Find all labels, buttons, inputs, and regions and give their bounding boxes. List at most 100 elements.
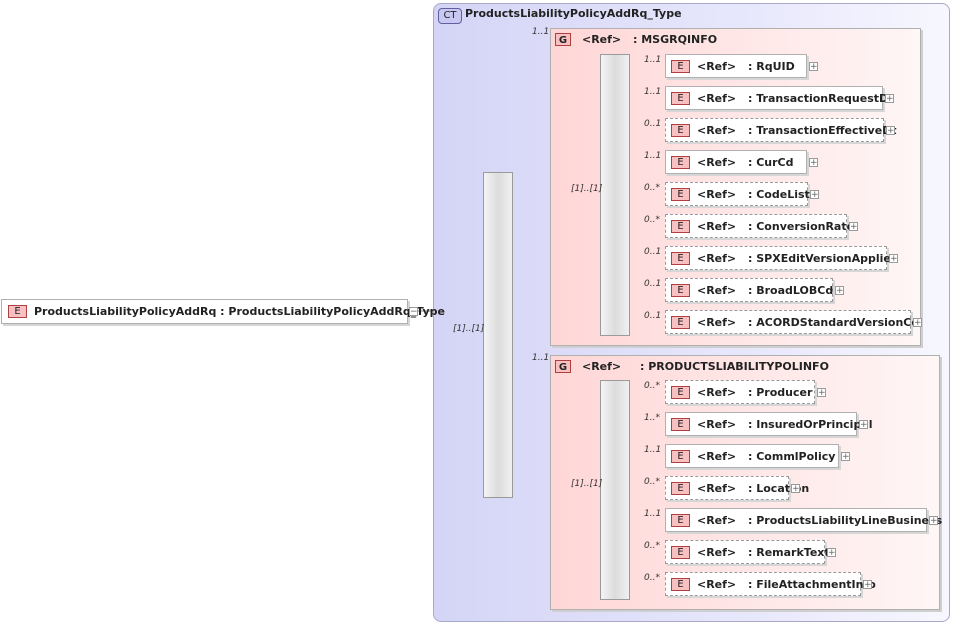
element-name: : ProductsLiabilityLineBusiness (748, 514, 943, 527)
element-badge: E (671, 252, 690, 265)
element-cardinality: 0..* (644, 477, 660, 487)
element-ref-label: <Ref> (697, 92, 737, 105)
element-cardinality: 1..1 (644, 55, 662, 65)
element-name: : SPXEditVersionApplied (748, 252, 899, 265)
element-badge: E (671, 386, 690, 399)
element-box[interactable]: E <Ref> : InsuredOrPrincipal (665, 412, 873, 436)
element-box[interactable]: E<Ref>: CodeList (665, 182, 810, 206)
group-sequence-cardinality: [1]..[1] (571, 184, 603, 194)
element-cardinality: 0..1 (644, 311, 662, 321)
element-ref-label: <Ref> (697, 220, 737, 233)
element-name: : TransactionEffectiveDt (748, 124, 897, 137)
expand-toggle[interactable]: + (886, 126, 895, 136)
group-ref-label: <Ref> (582, 360, 622, 373)
expand-toggle[interactable]: + (809, 158, 818, 168)
expand-toggle[interactable]: + (849, 222, 858, 232)
element-box[interactable]: E<Ref>: CommlPolicy (665, 444, 839, 468)
outer-sequence-cardinality: [1]..[1] (453, 324, 485, 334)
element-box[interactable]: E<Ref>: RemarkText (665, 540, 830, 564)
group-badge: G (555, 33, 571, 46)
element-cardinality: 0..* (644, 573, 660, 583)
element-ref-label: <Ref> (697, 124, 737, 137)
element-box[interactable]: E<Ref>: ACORDStandardVersionCd (665, 310, 919, 334)
element-cardinality: 1..* (644, 413, 660, 423)
root-element[interactable]: E ProductsLiabilityPolicyAddRq : Product… (1, 299, 445, 324)
element-name: : TransactionRequestDt (748, 92, 894, 105)
element-cardinality: 0..1 (644, 119, 662, 129)
element-box[interactable]: E<Ref>: TransactionRequestDt (665, 86, 893, 110)
element-ref-label: <Ref> (697, 188, 737, 201)
element-box[interactable]: E <Ref> : ProductsLiabilityLineBusiness (665, 508, 942, 532)
expand-toggle[interactable]: + (885, 94, 894, 104)
element-badge: E (671, 514, 690, 527)
element-cardinality: 0..* (644, 541, 660, 551)
element-badge: E (671, 60, 690, 73)
element-cardinality: 1..1 (644, 445, 662, 455)
element-box[interactable]: E <Ref> : SPXEditVersionApplied (665, 246, 899, 270)
element-name: : RqUID (748, 60, 795, 73)
element-badge: E (671, 482, 690, 495)
expand-toggle[interactable]: + (835, 286, 844, 296)
element-ref-label: <Ref> (697, 60, 737, 73)
group-sequence-bar (600, 380, 630, 600)
element-ref-label: <Ref> (697, 418, 737, 431)
element-ref-label: <Ref> (697, 316, 737, 329)
element-box[interactable]: E<Ref>: CurCd (665, 150, 807, 174)
element-box[interactable]: E <Ref> : TransactionEffectiveDt (665, 118, 897, 142)
element-cardinality: 1..1 (644, 87, 662, 97)
element-ref-label: <Ref> (697, 156, 737, 169)
element-name: : BroadLOBCd (748, 284, 834, 297)
expand-toggle[interactable]: + (809, 62, 818, 72)
element-ref-label: <Ref> (697, 514, 737, 527)
expand-toggle[interactable]: + (889, 254, 898, 264)
element-name: : ConversionRate (748, 220, 855, 233)
group-name[interactable]: : MSGRQINFO (633, 33, 718, 46)
element-ref-label: <Ref> (697, 284, 737, 297)
element-ref-label: <Ref> (697, 546, 737, 559)
element-cardinality: 0..1 (644, 247, 662, 257)
group-cardinality: 1..1 (532, 27, 550, 37)
expand-toggle[interactable]: + (791, 484, 800, 494)
element-box[interactable]: E<Ref>: FileAttachmentInfo (665, 572, 876, 596)
element-box[interactable]: E <Ref> : ConversionRate (665, 214, 854, 238)
collapse-toggle[interactable]: − (409, 307, 418, 317)
complex-type-badge: CT (438, 8, 462, 24)
element-badge: E (671, 284, 690, 297)
expand-toggle[interactable]: + (841, 452, 850, 462)
element-badge: E (671, 578, 690, 591)
expand-toggle[interactable]: + (817, 388, 826, 398)
element-ref-label: <Ref> (697, 252, 737, 265)
group-name[interactable]: : PRODUCTSLIABILITYPOLINFO (640, 360, 829, 373)
element-badge: E (671, 156, 690, 169)
expand-toggle[interactable]: + (859, 420, 868, 430)
group-sequence-bar (600, 54, 630, 336)
expand-toggle[interactable]: + (810, 190, 819, 200)
group-cardinality: 1..1 (532, 353, 550, 363)
element-cardinality: 0..1 (644, 279, 662, 289)
root-element-label: ProductsLiabilityPolicyAddRq : ProductsL… (34, 305, 445, 318)
element-name: : InsuredOrPrincipal (748, 418, 873, 431)
group-badge: G (555, 360, 571, 373)
element-badge: E (671, 418, 690, 431)
complex-type-title: ProductsLiabilityPolicyAddRq_Type (465, 7, 682, 20)
element-name: : RemarkText (748, 546, 830, 559)
expand-toggle[interactable]: + (863, 580, 872, 590)
element-cardinality: 1..1 (644, 509, 662, 519)
element-badge: E (8, 305, 27, 318)
element-box[interactable]: E<Ref>: Location (665, 476, 809, 500)
expand-toggle[interactable]: + (827, 548, 836, 558)
element-box[interactable]: E<Ref>: Producer (665, 380, 815, 404)
element-box[interactable]: E <Ref> : RqUID (665, 54, 807, 78)
element-box[interactable]: E <Ref> : BroadLOBCd (665, 278, 833, 302)
element-badge: E (671, 316, 690, 329)
element-cardinality: 0..* (644, 381, 660, 391)
element-badge: E (671, 220, 690, 233)
element-name: : CommlPolicy (748, 450, 836, 463)
element-badge: E (671, 124, 690, 137)
expand-toggle[interactable]: + (929, 516, 938, 526)
element-ref-label: <Ref> (697, 578, 737, 591)
expand-toggle[interactable]: + (913, 318, 922, 328)
element-ref-label: <Ref> (697, 482, 737, 495)
element-cardinality: 1..1 (644, 151, 662, 161)
element-cardinality: 0..* (644, 183, 660, 193)
